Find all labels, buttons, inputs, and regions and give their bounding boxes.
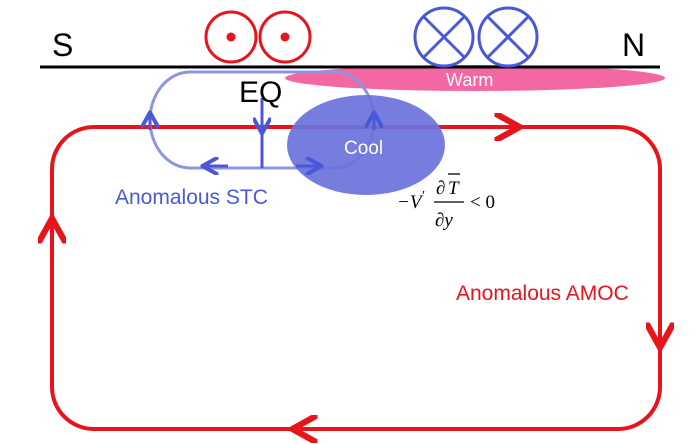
circle-cross-icon: [477, 6, 539, 68]
circle-dot-icon: [204, 10, 258, 64]
equation-denominator: ∂y: [435, 210, 453, 231]
cool-label: Cool: [344, 138, 383, 159]
cool-anomaly-patch: [287, 95, 445, 195]
equator-label: EQ: [239, 76, 282, 109]
wind-into-page-symbols: [413, 6, 539, 68]
equation-rhs: < 0: [470, 192, 495, 213]
circle-cross-icon: [413, 6, 475, 68]
south-label: S: [52, 27, 73, 63]
equation-numerator-t: T: [448, 178, 460, 199]
equation-lhs: −V: [397, 192, 424, 213]
amoc-label: Anomalous AMOC: [456, 282, 629, 305]
equation-prime: ′: [422, 189, 425, 204]
stc-label: Anomalous STC: [115, 186, 268, 209]
north-label: N: [622, 27, 645, 63]
advection-equation: −V ′ ∂ T ∂y < 0: [397, 173, 495, 231]
warm-anomaly-patch: [285, 65, 665, 91]
warm-label: Warm: [446, 70, 493, 90]
equation-numerator-partial: ∂: [436, 178, 445, 199]
circle-dot-icon: [258, 10, 312, 64]
wind-out-of-page-symbols: [204, 10, 312, 64]
